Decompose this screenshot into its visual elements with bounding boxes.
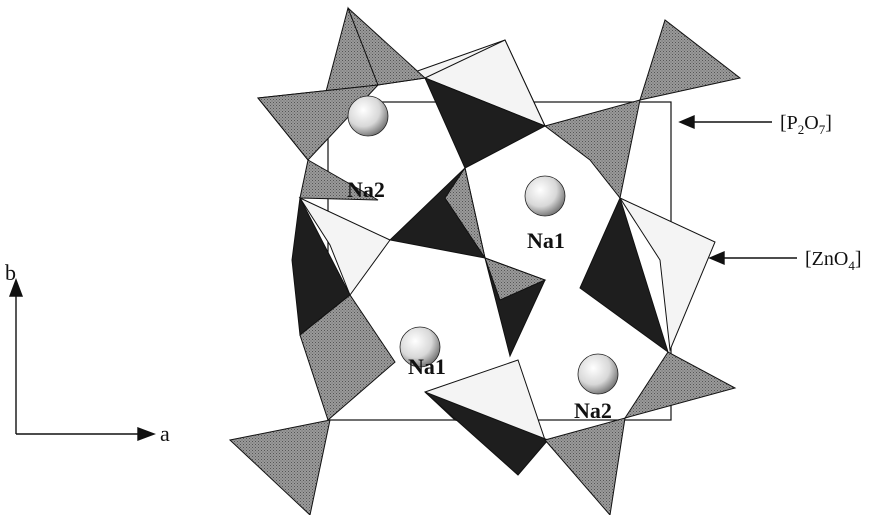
atom-na2-top-left: [347, 95, 389, 137]
axis-label-a: a: [160, 421, 170, 446]
zno4-label: [ZnO4]: [805, 248, 862, 273]
atom-label-na1-bottom: Na1: [408, 354, 446, 379]
axis-label-b: b: [5, 260, 16, 285]
na-atoms: [347, 95, 619, 395]
atom-na1-bottom-left: [399, 326, 441, 368]
atom-label-na1-top: Na1: [527, 228, 565, 253]
atom-na2-bottom-right: [577, 353, 619, 395]
p2o7-label: [P2O7]: [780, 112, 832, 137]
zno4-dark-tetrahedra: [291, 77, 669, 476]
legend-arrows: [678, 114, 797, 266]
zno4-light-tetrahedra: [298, 39, 716, 441]
p2o7-tetrahedra: [228, 6, 742, 515]
axis-arrows: [8, 278, 156, 442]
atom-na1-top-right: [524, 175, 566, 217]
zno4-stippled-faces: [444, 166, 547, 301]
atom-label-na2-top: Na2: [347, 177, 385, 202]
atom-label-na2-bottom: Na2: [574, 398, 612, 423]
